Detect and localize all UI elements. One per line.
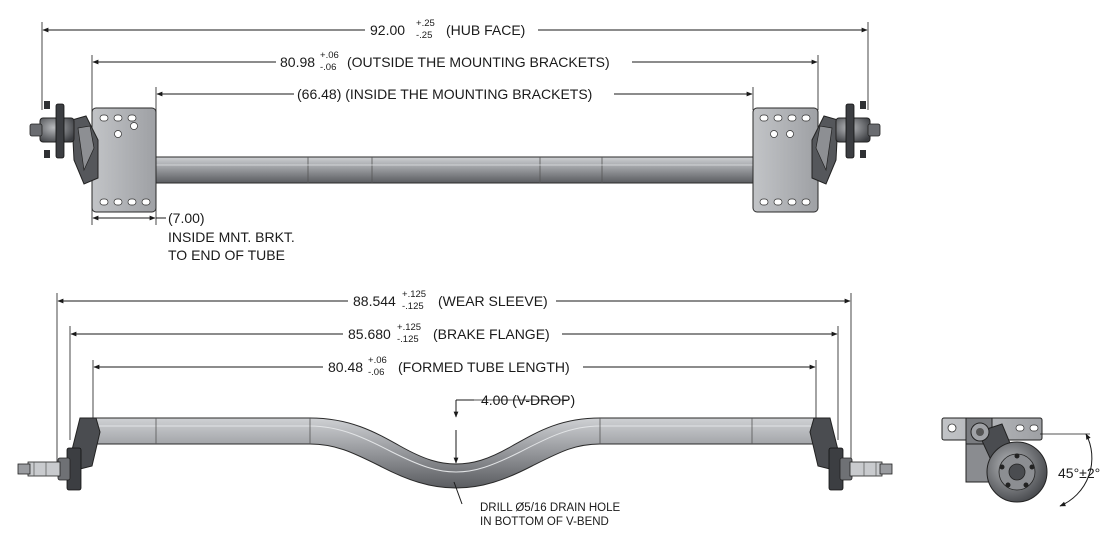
dim-brake-flange-label: (BRAKE FLANGE) bbox=[433, 326, 550, 342]
dim-outside-brackets-label: (OUTSIDE THE MOUNTING BRACKETS) bbox=[347, 54, 610, 70]
tol-minus: -.125 bbox=[402, 301, 424, 312]
right-spindle-assembly bbox=[809, 417, 893, 491]
dim-hub-face-label: (HUB FACE) bbox=[446, 22, 525, 38]
dim-wear-sleeve-label: (WEAR SLEEVE) bbox=[438, 293, 548, 309]
right-mounting-bracket bbox=[752, 107, 819, 213]
drain-note-line1: DRILL Ø5/16 DRAIN HOLE bbox=[480, 502, 621, 514]
tol-plus: +.06 bbox=[320, 50, 339, 61]
tol-plus: +.125 bbox=[402, 289, 426, 300]
tol-minus: -.06 bbox=[368, 367, 384, 378]
left-mounting-bracket bbox=[91, 107, 157, 213]
dim-brake-flange-value: 85.680 bbox=[348, 326, 391, 342]
dim-bracket-to-end-value: (7.00) bbox=[168, 210, 205, 226]
angle-arc bbox=[1059, 433, 1093, 507]
dim-formed-tube-value: 80.48 bbox=[328, 359, 363, 375]
left-hub-assembly bbox=[29, 101, 99, 185]
tol-plus: +.06 bbox=[368, 355, 387, 366]
dim-v-drop: 4.00 (V-DROP) bbox=[481, 392, 575, 408]
tol-minus: -.06 bbox=[320, 62, 336, 73]
left-spindle-assembly bbox=[17, 417, 101, 491]
tol-minus: -.25 bbox=[416, 30, 432, 41]
dim-inside-brackets: (66.48) (INSIDE THE MOUNTING BRACKETS) bbox=[297, 86, 592, 102]
dim-bracket-note-line2: TO END OF TUBE bbox=[168, 247, 285, 263]
drain-leader-line bbox=[453, 481, 463, 505]
tol-plus: +.25 bbox=[416, 18, 435, 29]
drain-note-line2: IN BOTTOM OF V-BEND bbox=[480, 516, 609, 528]
axle-tube bbox=[149, 156, 761, 184]
dim-outside-brackets-value: 80.98 bbox=[280, 54, 315, 70]
top-view: 92.00 +.25 -.25 (HUB FACE) 80.98 +.06 -.… bbox=[29, 18, 881, 263]
dim-hub-face-value: 92.00 bbox=[370, 22, 405, 38]
side-view: 45°±2° bbox=[941, 417, 1100, 507]
dim-wear-sleeve-value: 88.544 bbox=[353, 293, 396, 309]
right-hub-assembly bbox=[811, 101, 881, 185]
dim-angle: 45°±2° bbox=[1058, 465, 1100, 481]
dim-bracket-note-line1: INSIDE MNT. BRKT. bbox=[168, 229, 295, 245]
formed-axle-tube bbox=[89, 417, 821, 489]
dim-formed-tube-label: (FORMED TUBE LENGTH) bbox=[398, 359, 570, 375]
tol-minus: -.125 bbox=[397, 334, 419, 345]
tol-plus: +.125 bbox=[397, 322, 421, 333]
front-view: 88.544 +.125 -.125 (WEAR SLEEVE) 85.680 … bbox=[17, 289, 893, 528]
